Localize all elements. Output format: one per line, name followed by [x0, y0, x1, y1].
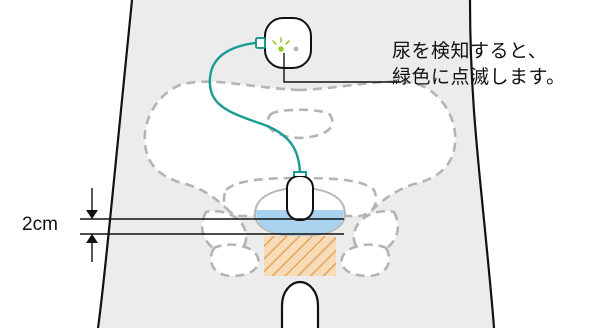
indicator-led	[278, 46, 284, 52]
callout-line	[283, 53, 400, 83]
callout-line-2: 緑色に点滅します。	[392, 66, 566, 88]
arrow-down-icon	[86, 210, 98, 219]
torso-right-edge	[468, 0, 496, 329]
leg-gap	[280, 280, 320, 328]
callout-text: 尿を検知すると、 緑色に点滅します。	[392, 38, 566, 90]
dimension-label: 2cm	[22, 214, 58, 235]
sacrum	[266, 108, 334, 140]
device-button	[293, 46, 299, 52]
sensor-cable	[208, 40, 302, 177]
torso-left-edge	[96, 0, 134, 329]
bladder-urine	[255, 210, 345, 236]
arrow-up-icon	[86, 234, 98, 243]
sensor-probe	[286, 175, 314, 221]
monitor-device	[255, 17, 312, 69]
blink-rays	[272, 37, 290, 45]
hatched-area	[264, 236, 336, 276]
left-femur-head	[209, 243, 260, 278]
callout-line-1: 尿を検知すると、	[392, 40, 548, 62]
right-femur-head	[340, 243, 391, 278]
dimension-marker	[80, 188, 344, 262]
